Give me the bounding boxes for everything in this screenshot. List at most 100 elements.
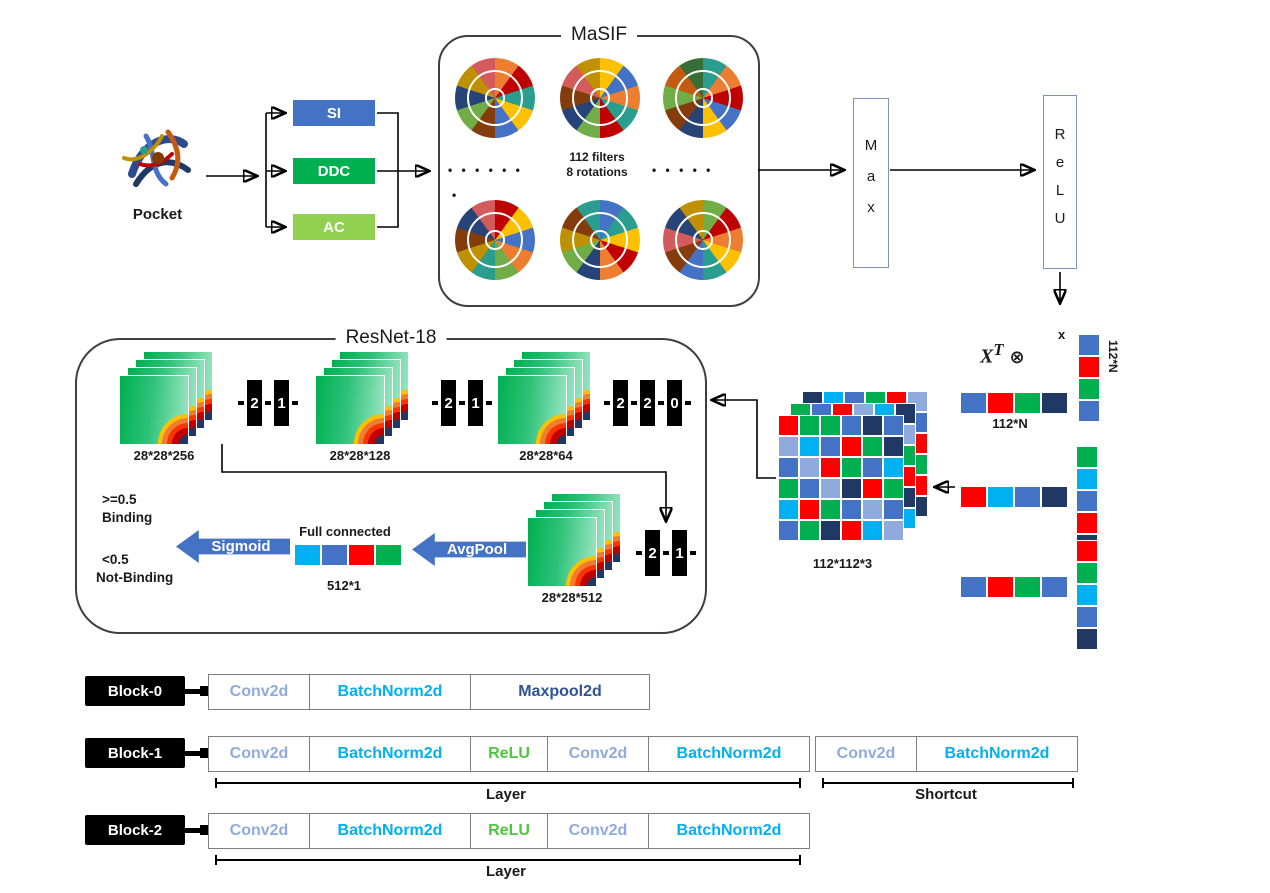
block2-layer-group: Conv2d BatchNorm2d ReLU Conv2d BatchNorm… xyxy=(208,813,810,849)
outer-product-formula: XT ⊗ xyxy=(980,340,1025,369)
column-vector-2 xyxy=(1076,446,1098,556)
masif-pie-5 xyxy=(560,200,640,280)
formula-sup-t: T xyxy=(993,340,1004,359)
stride-dash xyxy=(486,401,492,405)
row-vector-3 xyxy=(960,576,1068,598)
block1-layer-bracket xyxy=(215,778,801,788)
stride-box: 1 xyxy=(274,380,289,426)
layer-conv2d: Conv2d xyxy=(208,813,310,849)
stride-dash xyxy=(685,401,691,405)
block1-shortcut-caption: Shortcut xyxy=(915,786,977,803)
layer-relu: ReLU xyxy=(470,813,548,849)
column-vector-1 xyxy=(1078,334,1100,422)
layer-batchnorm2d: BatchNorm2d xyxy=(309,736,471,772)
layer-batchnorm2d: BatchNorm2d xyxy=(648,736,810,772)
masif-pie-1 xyxy=(455,58,535,138)
stride-box: 2 xyxy=(645,530,660,576)
relu-label: ReLU xyxy=(1051,126,1069,238)
block1-shortcut-group: Conv2d BatchNorm2d xyxy=(815,736,1078,772)
layer-batchnorm2d: BatchNorm2d xyxy=(309,813,471,849)
layer-conv2d: Conv2d xyxy=(208,674,310,710)
masif-title: MaSIF xyxy=(561,24,637,46)
feature-stack-512 xyxy=(528,494,620,586)
stride-dash xyxy=(292,401,298,405)
feature-stack-64 xyxy=(498,352,590,444)
column-vector-3 xyxy=(1076,540,1098,650)
pocket-image xyxy=(110,112,205,202)
resnet-title: ResNet-18 xyxy=(335,327,447,349)
feature-stack-256-label: 28*28*256 xyxy=(133,448,195,463)
layer-batchnorm2d: BatchNorm2d xyxy=(648,813,810,849)
stride-box: 2 xyxy=(613,380,628,426)
block0-layers: Conv2d BatchNorm2d Maxpool2d xyxy=(208,674,650,710)
stride-dash xyxy=(690,551,696,555)
relu-box: ReLU xyxy=(1043,95,1077,269)
stride-dash xyxy=(265,401,271,405)
dots-right: • • • • • xyxy=(652,163,714,177)
matrix-grid-front xyxy=(778,415,904,541)
stride-box: 2 xyxy=(441,380,456,426)
fc-title: Full connected xyxy=(299,524,391,539)
formula-x: X xyxy=(980,345,994,368)
masif-pie-3 xyxy=(663,58,743,138)
dots-single: • xyxy=(452,188,460,202)
output-threshold-notbinding: <0.5 xyxy=(102,552,129,567)
stride-dash xyxy=(631,401,637,405)
formula-small-x: x xyxy=(1058,327,1066,342)
block1-layer-caption: Layer xyxy=(485,786,527,803)
block1-shortcut-bracket xyxy=(822,778,1074,788)
layer-batchnorm2d: BatchNorm2d xyxy=(916,736,1078,772)
block0-connector xyxy=(183,689,209,694)
column-vector-1-label: 112*N xyxy=(1106,340,1120,373)
feature-stack-256 xyxy=(120,352,212,444)
layer-relu: ReLU xyxy=(470,736,548,772)
stride-dash xyxy=(663,551,669,555)
layer-conv2d: Conv2d xyxy=(208,736,310,772)
block1-connector-node xyxy=(200,748,210,758)
block1-connector xyxy=(183,751,209,756)
stride-dash xyxy=(459,401,465,405)
ddc-box: DDC xyxy=(293,158,375,184)
block2-connector xyxy=(183,828,209,833)
block2-layer-bracket xyxy=(215,855,801,865)
dots-left: • • • • • • xyxy=(448,163,523,177)
layer-conv2d: Conv2d xyxy=(815,736,917,772)
stride-dash xyxy=(432,401,438,405)
stride-dash xyxy=(636,551,642,555)
block0-label: Block-0 xyxy=(85,676,185,706)
feature-stack-128-label: 28*28*128 xyxy=(329,448,391,463)
masif-filters-text: 112 filters 8 rotations xyxy=(438,150,756,180)
stride-dash xyxy=(238,401,244,405)
block1-layer-group: Conv2d BatchNorm2d ReLU Conv2d BatchNorm… xyxy=(208,736,810,772)
feature-stack-512-label: 28*28*512 xyxy=(541,590,603,605)
row-vector-1-label: 112*N xyxy=(992,416,1028,431)
max-label: Max xyxy=(862,136,880,230)
ac-box: AC xyxy=(293,214,375,240)
block2-label: Block-2 xyxy=(85,815,185,845)
stride-box: 0 xyxy=(667,380,682,426)
layer-maxpool2d: Maxpool2d xyxy=(470,674,650,710)
row-vector-2 xyxy=(960,486,1068,508)
block2-layer-caption: Layer xyxy=(485,863,527,880)
stride-dash xyxy=(658,401,664,405)
block2-connector-node xyxy=(200,825,210,835)
feature-stack-64-label: 28*28*64 xyxy=(519,448,573,463)
max-box: Max xyxy=(853,98,889,268)
row-vector-1 xyxy=(960,392,1068,414)
masif-pie-4 xyxy=(455,200,535,280)
si-box: SI xyxy=(293,100,375,126)
output-threshold-binding: >=0.5 xyxy=(102,492,137,507)
pocket-label: Pocket xyxy=(132,206,183,223)
fc-label: 512*1 xyxy=(327,578,361,593)
block0-connector-node xyxy=(200,686,210,696)
masif-pie-6 xyxy=(663,200,743,280)
layer-conv2d: Conv2d xyxy=(547,813,649,849)
output-label-binding: Binding xyxy=(102,510,153,525)
matrix-label: 112*112*3 xyxy=(812,556,873,571)
otimes-icon: ⊗ xyxy=(1009,346,1025,368)
